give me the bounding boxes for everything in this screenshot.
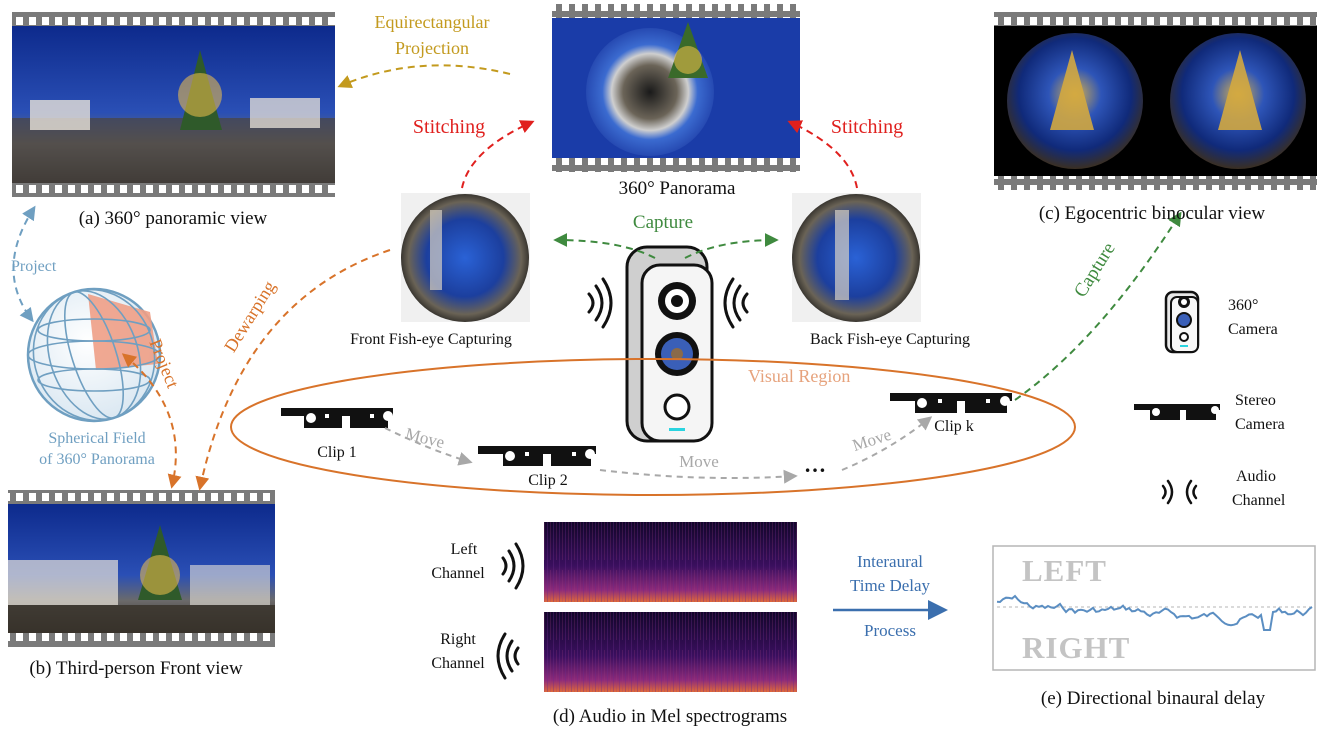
third-person-view-frame (8, 490, 275, 647)
label-right-line2: Channel (431, 655, 485, 672)
label-time-delay: Time Delay (849, 576, 931, 595)
label-project-blue: Project (11, 258, 57, 275)
sound-wave-left-icon (587, 277, 613, 329)
label-spherical-field: Spherical Field (48, 430, 146, 447)
front-fisheye-image (401, 193, 530, 322)
legend-audio-line1: Audio (1236, 468, 1276, 485)
caption-360-panorama: 360° Panorama (618, 178, 736, 199)
legend-camera-line2: Camera (1228, 321, 1278, 338)
clip-2-glasses-icon (478, 446, 596, 466)
legend-audio-channel-icon (1161, 479, 1198, 505)
label-front-fisheye: Front Fish-eye Capturing (350, 331, 512, 348)
right-channel-wave-icon (496, 632, 520, 680)
label-interaural: Interaural (856, 552, 924, 571)
stitching-right-arrow (787, 120, 858, 189)
move-arrow-2 (599, 469, 798, 484)
label-right-line1: Right (440, 631, 476, 648)
stitching-left-arrow (461, 120, 535, 189)
right-mel-spectrogram (544, 612, 797, 692)
label-projection: Projection (395, 38, 469, 58)
panorama-tiny-planet-frame (552, 4, 800, 172)
clip-k-glasses-icon (890, 393, 1012, 413)
label-right-direction: RIGHT (1022, 630, 1131, 665)
label-left-direction: LEFT (1022, 553, 1107, 588)
caption-binaural-delay: (e) Directional binaural delay (1040, 688, 1266, 709)
caption-mel-spectrograms: (d) Audio in Mel spectrograms (552, 706, 788, 727)
caption-binocular-view: (c) Egocentric binocular view (1038, 203, 1266, 224)
legend-stereo-line1: Stereo (1235, 392, 1276, 409)
capture-binocular-arrow (1014, 211, 1182, 401)
legend-camera-line1: 360° (1228, 297, 1259, 314)
label-clip-k: Clip k (934, 418, 974, 435)
label-clip-1: Clip 1 (317, 444, 357, 461)
legend-360-camera-icon (1164, 290, 1200, 354)
caption-panoramic-view: (a) 360° panoramic view (78, 208, 268, 229)
equirect-arrow (337, 64, 511, 89)
legend-stereo-camera-icon (1134, 404, 1220, 420)
label-ellipsis: … (804, 452, 826, 477)
move-arrow-1 (384, 427, 473, 466)
panoramic-view-frame (12, 12, 335, 197)
label-back-fisheye: Back Fish-eye Capturing (810, 331, 970, 348)
label-left-line1: Left (450, 541, 478, 558)
project-orange-arrow (121, 353, 182, 489)
back-fisheye-image (792, 193, 921, 322)
visual-region-ellipse (230, 358, 1076, 496)
binocular-view-frame (994, 12, 1317, 190)
center-360-camera (625, 245, 714, 443)
left-mel-spectrogram (544, 522, 797, 602)
label-capture-top: Capture (632, 212, 694, 233)
dewarping-arrow (195, 249, 391, 491)
label-equirectangular: Equirectangular (374, 12, 490, 32)
label-move-2: Move (679, 452, 719, 471)
label-left-line2: Channel (431, 565, 485, 582)
caption-third-person-view: (b) Third-person Front view (29, 658, 243, 679)
capture-right-arrow (684, 233, 779, 259)
project-blue-arrow (12, 205, 36, 323)
legend-audio-line2: Channel (1232, 492, 1286, 509)
delay-waveform (996, 594, 1313, 631)
clip-1-glasses-icon (281, 408, 393, 428)
label-visual-region: Visual Region (748, 366, 851, 386)
label-stitching-left: Stitching (412, 116, 486, 138)
label-stitching-right: Stitching (830, 116, 904, 138)
label-of-360-panorama: of 360° Panorama (39, 451, 155, 468)
label-process: Process (864, 621, 916, 640)
sound-wave-right-icon (723, 277, 749, 329)
legend-stereo-line2: Camera (1235, 416, 1285, 433)
move-arrow-3 (841, 416, 933, 471)
left-channel-wave-icon (501, 542, 525, 590)
capture-left-arrow (553, 233, 656, 259)
label-clip-2: Clip 2 (528, 472, 568, 489)
